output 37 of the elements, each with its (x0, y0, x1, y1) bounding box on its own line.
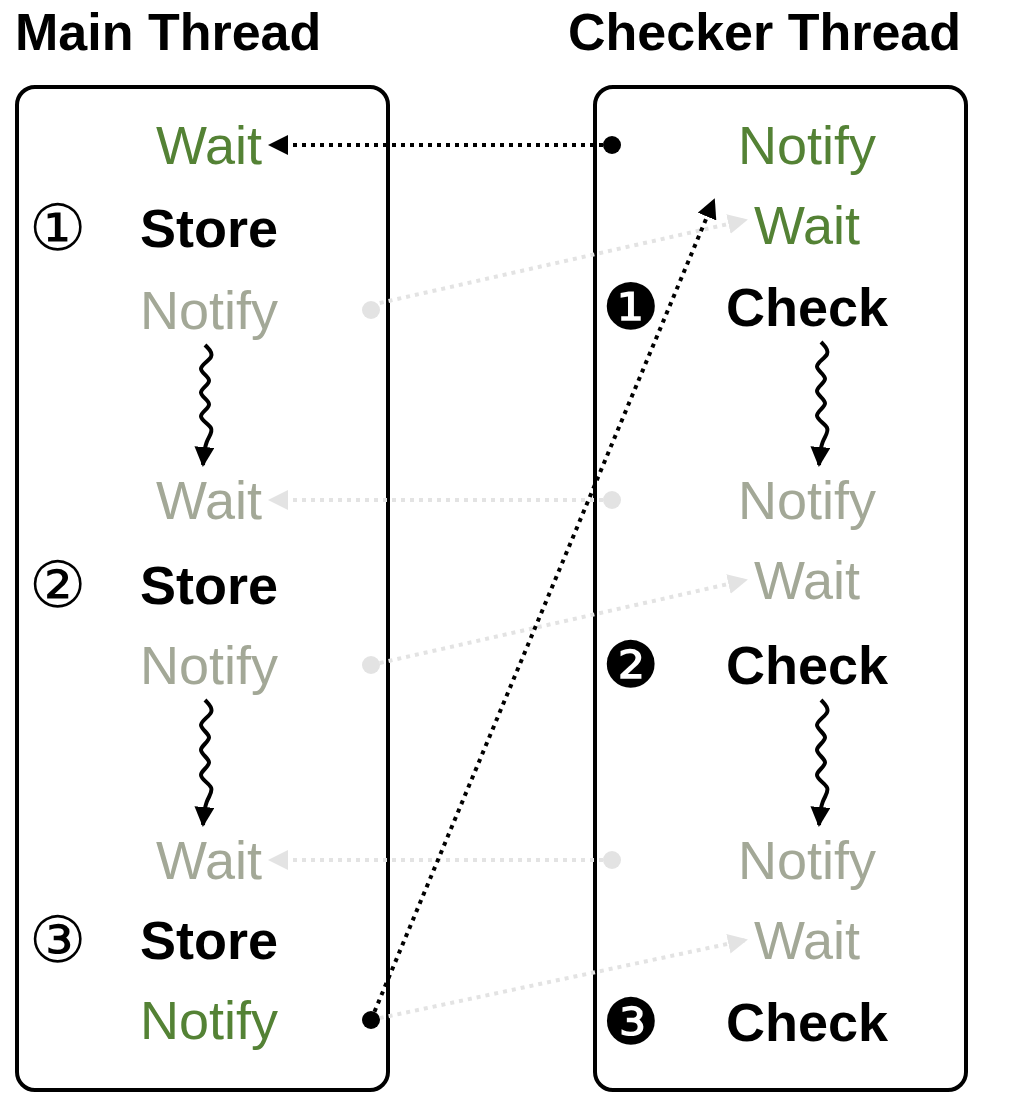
event-label: Notify (737, 469, 876, 532)
wavy-arrow (810, 698, 831, 827)
event-label: Notify (139, 279, 278, 342)
dotted-arrow (268, 490, 603, 510)
dotted-arrow (379, 934, 748, 1021)
thread-heading: Checker Thread (568, 2, 962, 63)
event-label: Wait (754, 549, 860, 612)
step-label: Check (725, 634, 889, 697)
event-label: Notify (737, 829, 876, 892)
event-label: Wait (754, 909, 860, 972)
event-label: Wait (754, 194, 860, 257)
step-label: Store (139, 197, 278, 260)
step-label: Check (725, 991, 889, 1054)
event-label: Wait (156, 829, 262, 892)
wavy-arrow (194, 343, 215, 467)
dotted-arrow (379, 214, 748, 305)
event-label: Wait (156, 469, 262, 532)
thread-heading: Main Thread (15, 2, 322, 63)
step-label: Store (139, 909, 278, 972)
step-number: ② (29, 550, 87, 620)
wavy-arrow (810, 340, 831, 467)
dotted-arrow (268, 850, 603, 870)
event-label: Notify (139, 634, 278, 697)
step-number: ❷ (602, 630, 660, 700)
event-label: Wait (156, 114, 262, 177)
dotted-arrow (268, 135, 603, 155)
step-number: ❸ (602, 987, 660, 1057)
step-number: ① (29, 193, 87, 263)
event-label: Notify (737, 114, 876, 177)
dotted-arrow (379, 574, 748, 665)
wavy-arrow (194, 698, 215, 827)
step-label: Store (139, 554, 278, 617)
event-label: Notify (139, 989, 278, 1052)
step-label: Check (725, 276, 889, 339)
dotted-arrow (372, 198, 717, 1013)
step-number: ③ (29, 905, 87, 975)
step-number: ❶ (602, 272, 660, 342)
